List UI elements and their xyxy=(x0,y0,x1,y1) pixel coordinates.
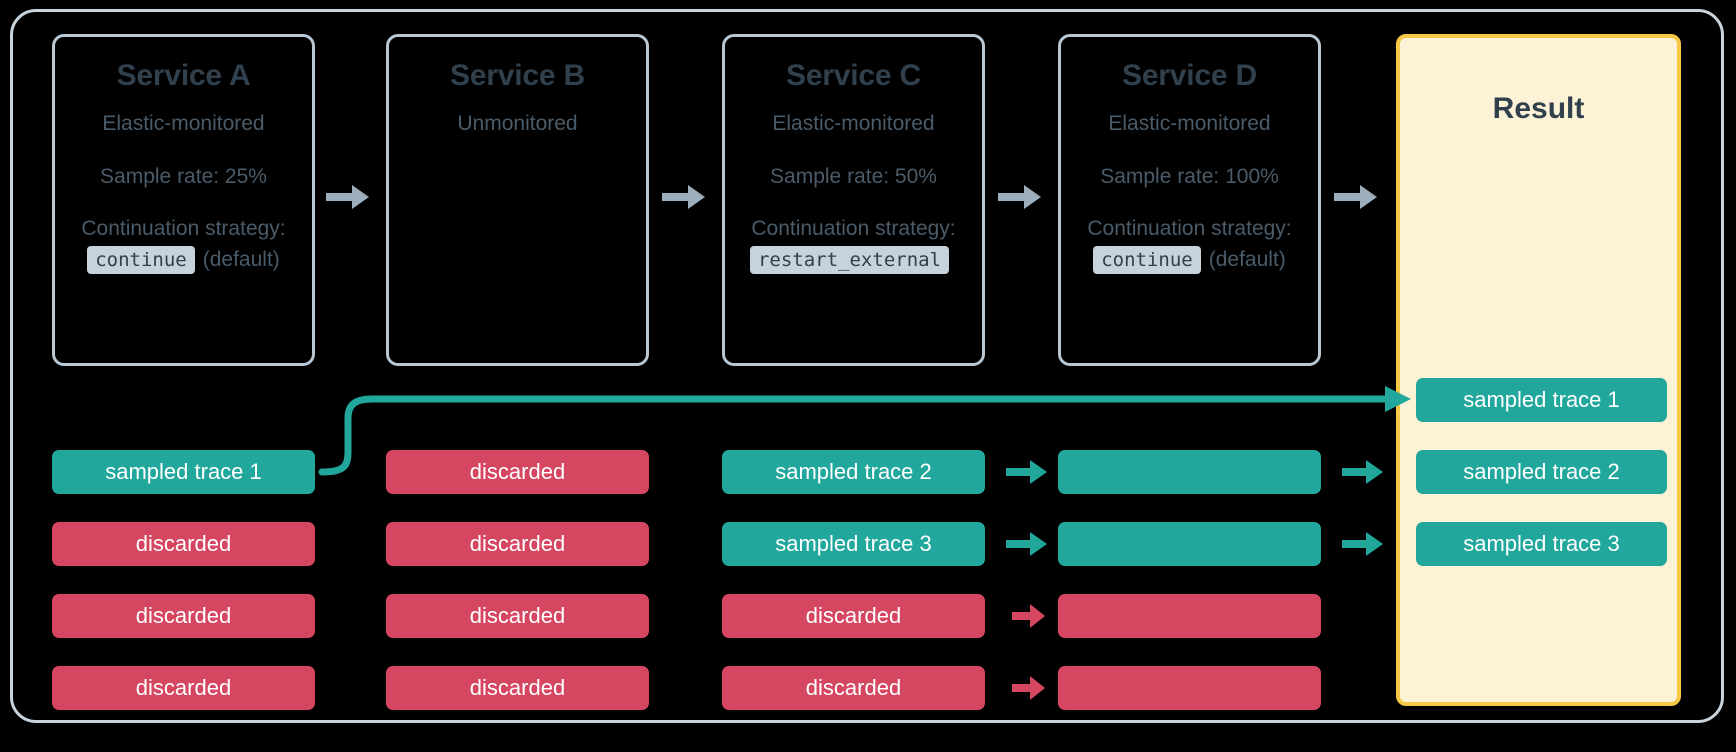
trace-pill-d-2 xyxy=(1058,522,1321,566)
service-flow-arrow-d-result xyxy=(1334,185,1377,209)
service-a-title: Service A xyxy=(116,59,251,92)
service-d-sample-rate: Sample rate: 100% xyxy=(1100,165,1279,189)
service-c-sample-rate: Sample rate: 50% xyxy=(770,165,937,189)
trace-pill-a-3: discarded xyxy=(52,594,315,638)
trace-pill-b-3: discarded xyxy=(386,594,649,638)
service-flow-arrow-c-d xyxy=(998,185,1041,209)
row-arrow-d1-result2 xyxy=(1342,460,1383,484)
service-a-sample-rate: Sample rate: 25% xyxy=(100,165,267,189)
service-box-a: Service A Elastic-monitored Sample rate:… xyxy=(52,34,315,366)
trace-pill-c-1: sampled trace 2 xyxy=(722,450,985,494)
trace-pill-d-3 xyxy=(1058,594,1321,638)
service-a-strategy-suffix: (default) xyxy=(202,247,280,271)
service-c-strategy-value: restart_external xyxy=(725,245,982,274)
trace-pill-b-1: discarded xyxy=(386,450,649,494)
trace-pill-d-1 xyxy=(1058,450,1321,494)
service-a-strategy-label: Continuation strategy: xyxy=(81,216,286,240)
service-c-monitoring: Elastic-monitored xyxy=(772,111,935,135)
trace-pill-b-4: discarded xyxy=(386,666,649,710)
service-flow-arrow-a-b xyxy=(326,185,369,209)
service-b-monitoring: Unmonitored xyxy=(457,111,578,135)
service-flow-arrow-b-c xyxy=(662,185,705,209)
service-box-b: Service B Unmonitored xyxy=(386,34,649,366)
service-a-monitoring: Elastic-monitored xyxy=(102,111,265,135)
trace-pill-b-2: discarded xyxy=(386,522,649,566)
row-arrow-c1-d1 xyxy=(1006,460,1047,484)
service-b-title: Service B xyxy=(450,59,585,92)
trace-pill-c-2: sampled trace 3 xyxy=(722,522,985,566)
service-d-strategy-label: Continuation strategy: xyxy=(1087,216,1292,240)
service-box-d: Service D Elastic-monitored Sample rate:… xyxy=(1058,34,1321,366)
trace-pill-c-4: discarded xyxy=(722,666,985,710)
trace-pill-c-3: discarded xyxy=(722,594,985,638)
result-trace-pill-1: sampled trace 1 xyxy=(1416,378,1667,422)
row-arrow-c4-d4 xyxy=(1012,676,1045,700)
service-c-strategy-code: restart_external xyxy=(749,245,950,274)
service-d-monitoring: Elastic-monitored xyxy=(1108,111,1271,135)
service-c-strategy-label: Continuation strategy: xyxy=(751,216,956,240)
service-c-title: Service C xyxy=(786,59,921,92)
service-a-strategy-code: continue xyxy=(87,245,195,274)
service-d-strategy-value: continue (default) xyxy=(1061,245,1318,274)
row-arrow-c2-d2 xyxy=(1006,532,1047,556)
trace-pill-a-4: discarded xyxy=(52,666,315,710)
trace-pill-a-1: sampled trace 1 xyxy=(52,450,315,494)
result-panel: Result xyxy=(1396,34,1681,706)
row-arrow-c3-d3 xyxy=(1012,604,1045,628)
service-a-strategy-value: continue (default) xyxy=(55,245,312,274)
result-trace-pill-2: sampled trace 2 xyxy=(1416,450,1667,494)
service-d-strategy-suffix: (default) xyxy=(1208,247,1286,271)
service-box-c: Service C Elastic-monitored Sample rate:… xyxy=(722,34,985,366)
row-arrow-d2-result3 xyxy=(1342,532,1383,556)
result-title: Result xyxy=(1492,92,1585,125)
service-d-strategy-code: continue xyxy=(1093,245,1201,274)
trace-pill-a-2: discarded xyxy=(52,522,315,566)
trace-pill-d-4 xyxy=(1058,666,1321,710)
service-d-title: Service D xyxy=(1122,59,1257,92)
result-trace-pill-3: sampled trace 3 xyxy=(1416,522,1667,566)
